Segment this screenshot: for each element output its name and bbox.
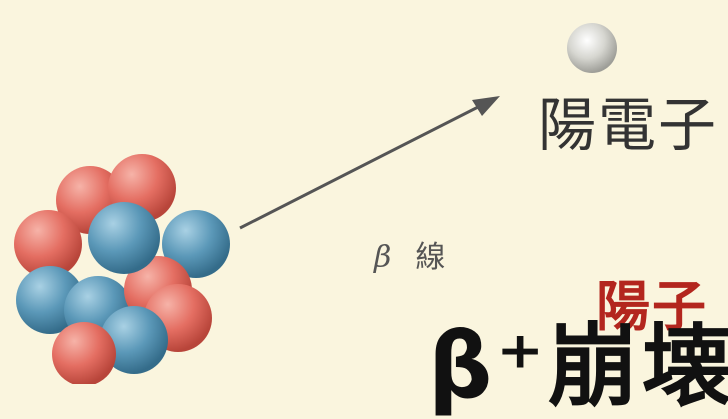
emission-arrow (239, 96, 500, 230)
proton (162, 210, 230, 278)
proton (52, 322, 116, 384)
heading-proton-partial: 陽子 (596, 275, 708, 338)
nucleus (14, 154, 230, 384)
neutron (100, 306, 168, 374)
beta-decay-diagram (14, 23, 617, 384)
positron-label: 陽電子 (538, 91, 719, 159)
heading-decay-partial: β⁺崩壊 (428, 314, 728, 419)
neutron (14, 210, 82, 278)
positron-particle (567, 23, 617, 73)
neutron (88, 202, 160, 274)
beta-symbol: β (374, 240, 392, 275)
beta-ray-text: 線 (415, 240, 446, 275)
